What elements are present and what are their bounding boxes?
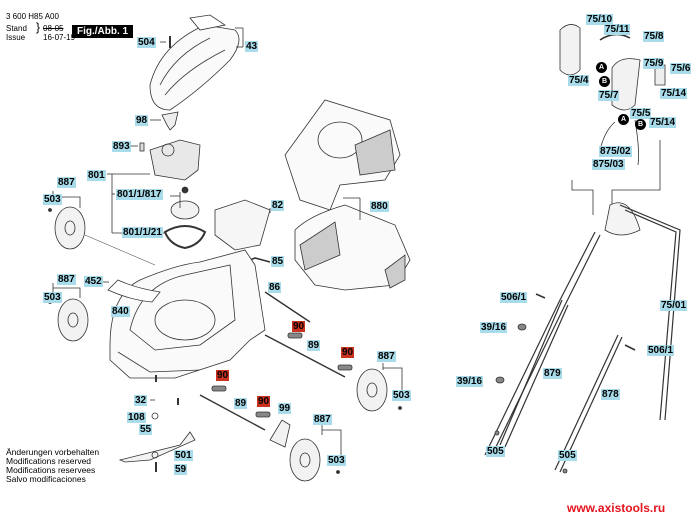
label-59[interactable]: 59 [174, 464, 188, 475]
connector-b-badge-2: B [635, 119, 646, 130]
figure-label: Fig./Abb. 1 [72, 25, 134, 38]
label-85[interactable]: 85 [271, 256, 285, 267]
label-75-5[interactable]: 75/5 [630, 108, 652, 119]
label-505-a[interactable]: 505 [486, 446, 505, 457]
label-801[interactable]: 801 [87, 170, 106, 181]
label-39-16-a[interactable]: 39/16 [480, 322, 508, 333]
label-55[interactable]: 55 [139, 424, 153, 435]
label-887-front-right[interactable]: 887 [313, 414, 332, 425]
label-75-4[interactable]: 75/4 [568, 75, 590, 86]
connector-a-badge-2: A [618, 114, 629, 125]
label-504[interactable]: 504 [137, 37, 156, 48]
wheel-rear-left [57, 298, 89, 342]
cover-part [149, 14, 244, 111]
motor-part [149, 139, 207, 250]
label-887-rear-left[interactable]: 887 [57, 274, 76, 285]
label-86[interactable]: 86 [268, 282, 282, 293]
brace: } [36, 20, 41, 34]
label-108[interactable]: 108 [127, 412, 146, 423]
label-875-02[interactable]: 875/02 [599, 146, 632, 157]
label-503-front-right[interactable]: 503 [327, 455, 346, 466]
label-82[interactable]: 82 [271, 200, 285, 211]
label-39-16-b[interactable]: 39/16 [456, 376, 484, 387]
wheel-rear-right [356, 368, 388, 412]
label-503-rear-right[interactable]: 503 [392, 390, 411, 401]
label-887-front-left[interactable]: 887 [57, 177, 76, 188]
label-893[interactable]: 893 [112, 141, 131, 152]
label-452[interactable]: 452 [84, 276, 103, 287]
label-875-03[interactable]: 875/03 [592, 159, 625, 170]
connector-a-badge: A [596, 62, 607, 73]
label-801-1-21[interactable]: 801/1/21 [122, 227, 163, 238]
note-en: Modifications reserved [6, 456, 92, 466]
label-840[interactable]: 840 [111, 306, 130, 317]
notes-block: Änderungen vorbehalten Modifications res… [6, 448, 99, 484]
label-75-14-b[interactable]: 75/14 [649, 117, 677, 128]
label-879[interactable]: 879 [543, 368, 562, 379]
label-75-6[interactable]: 75/6 [670, 63, 692, 74]
label-89-a[interactable]: 89 [307, 340, 321, 351]
label-32[interactable]: 32 [134, 395, 148, 406]
issue-label: Issue [6, 33, 26, 42]
switch-part [150, 111, 179, 131]
label-90-a[interactable]: 90 [292, 321, 306, 332]
label-801-1-817[interactable]: 801/1/817 [116, 189, 163, 200]
note-de: Änderungen vorbehalten [6, 447, 100, 457]
connector-b-badge: B [599, 76, 610, 87]
label-99[interactable]: 99 [278, 403, 292, 414]
label-75-11[interactable]: 75/11 [604, 24, 631, 35]
label-75-14-a[interactable]: 75/14 [660, 88, 688, 99]
label-501[interactable]: 501 [174, 450, 193, 461]
label-75-9[interactable]: 75/9 [643, 58, 665, 69]
label-75-01[interactable]: 75/01 [660, 300, 688, 311]
label-880[interactable]: 880 [370, 201, 389, 212]
stand-value: 08-05 [43, 24, 64, 33]
note-fr: Modifications reservees [6, 465, 96, 475]
label-75-8[interactable]: 75/8 [643, 31, 665, 42]
cover-plate-82 [214, 199, 271, 251]
label-90-b[interactable]: 90 [341, 347, 355, 358]
label-878[interactable]: 878 [601, 389, 620, 400]
label-90-d[interactable]: 90 [257, 396, 271, 407]
label-506-1-b[interactable]: 506/1 [647, 345, 675, 356]
label-887-rear-right[interactable]: 887 [377, 351, 396, 362]
label-75-10[interactable]: 75/10 [586, 14, 614, 25]
part-number: 3 600 H85 A00 [6, 12, 59, 21]
website-link[interactable]: www.axistools.ru [567, 501, 666, 515]
wheel-front-right [289, 438, 321, 482]
deck-part [109, 249, 266, 379]
label-43[interactable]: 43 [245, 41, 259, 52]
stand-label: Stand [6, 24, 27, 33]
label-505-b[interactable]: 505 [558, 450, 577, 461]
issue-value: 16-07-19 [43, 33, 76, 42]
wheel-front-left [54, 206, 86, 250]
label-75-7[interactable]: 75/7 [598, 90, 620, 101]
label-503-rear-left[interactable]: 503 [43, 292, 62, 303]
handle-assembly [484, 24, 681, 474]
label-90-c[interactable]: 90 [216, 370, 230, 381]
label-89-b[interactable]: 89 [234, 398, 248, 409]
label-503-front-left[interactable]: 503 [43, 194, 62, 205]
note-es: Salvo modificaciones [6, 474, 86, 484]
label-98[interactable]: 98 [135, 115, 149, 126]
label-506-1-a[interactable]: 506/1 [500, 292, 528, 303]
grass-box-part [284, 99, 411, 291]
